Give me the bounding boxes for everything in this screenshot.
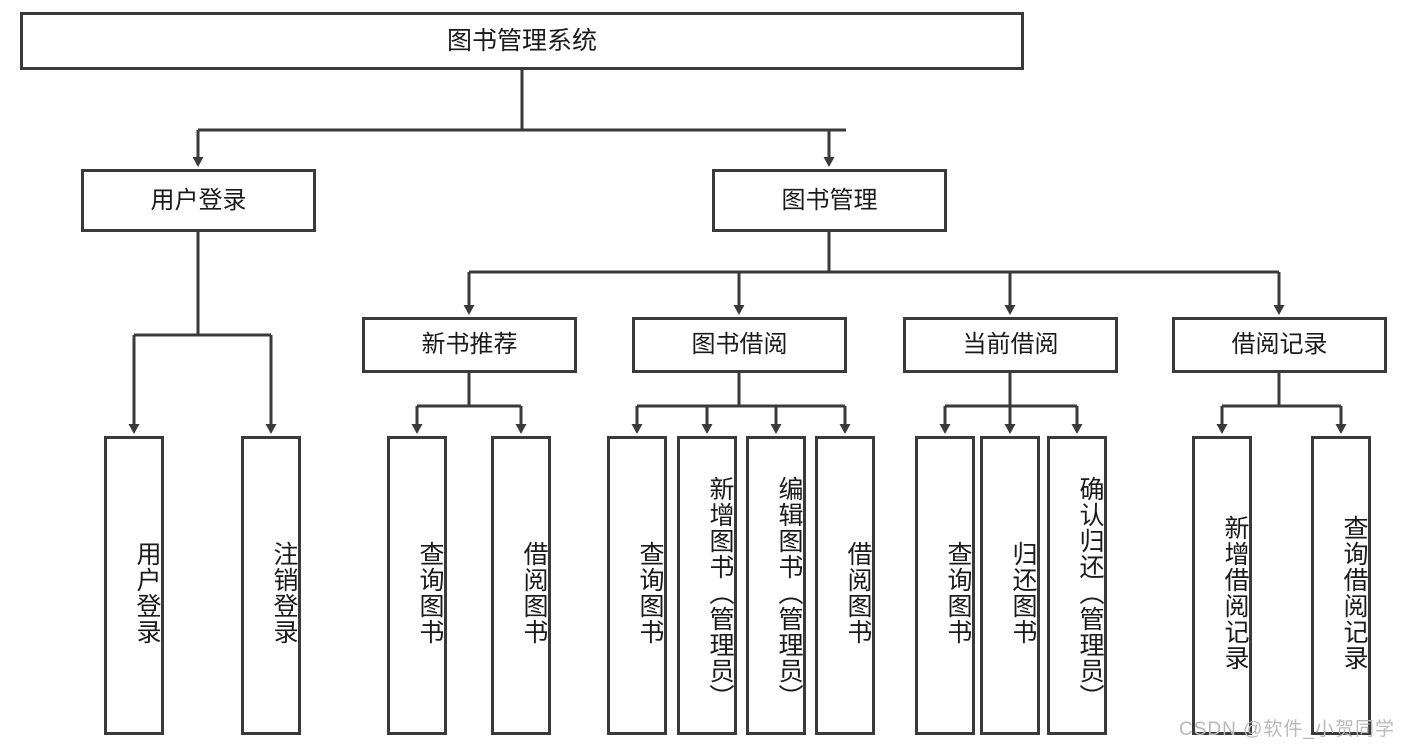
leaf-query-borrow-record[interactable]: 查询借阅记录 <box>1311 436 1371 735</box>
node-label: 图书借阅 <box>691 331 788 359</box>
leaf-edit-book-admin[interactable]: 编辑图书（管理员） <box>746 436 806 735</box>
node-label: 查询借阅记录 <box>1340 514 1368 671</box>
node-label: 借阅记录 <box>1231 331 1328 359</box>
leaf-return-book[interactable]: 归还图书 <box>980 436 1040 735</box>
node-label: 查询图书 <box>944 540 972 645</box>
leaf-logout[interactable]: 注销登录 <box>241 436 301 735</box>
node-label: 用户登录 <box>133 540 161 645</box>
node-root-system[interactable]: 图书管理系统 <box>20 12 1024 70</box>
leaf-query-book-current[interactable]: 查询图书 <box>915 436 975 735</box>
node-label: 注销登录 <box>270 540 298 645</box>
leaf-query-book-recommend[interactable]: 查询图书 <box>387 436 447 735</box>
node-label: 新增借阅记录 <box>1221 514 1249 671</box>
node-label: 编辑图书（管理员） <box>775 475 803 710</box>
node-new-book-recommend[interactable]: 新书推荐 <box>362 317 577 373</box>
node-label: 确认归还（管理员） <box>1076 475 1104 710</box>
leaf-user-login[interactable]: 用户登录 <box>104 436 164 735</box>
node-label: 图书管理 <box>781 186 878 214</box>
leaf-borrow-book-recommend[interactable]: 借阅图书 <box>491 436 551 735</box>
node-label: 当前借阅 <box>962 331 1059 359</box>
node-label: 用户登录 <box>150 186 247 214</box>
node-label: 借阅图书 <box>520 540 548 645</box>
csdn-watermark: CSDN @软件_小贺同学 <box>1179 719 1395 740</box>
node-borrow-records[interactable]: 借阅记录 <box>1172 317 1387 373</box>
node-label: 查询图书 <box>636 540 664 645</box>
leaf-borrow-book[interactable]: 借阅图书 <box>815 436 875 735</box>
node-current-borrow[interactable]: 当前借阅 <box>903 317 1118 373</box>
leaf-confirm-return-admin[interactable]: 确认归还（管理员） <box>1047 436 1107 735</box>
leaf-query-book-borrow[interactable]: 查询图书 <box>607 436 667 735</box>
node-label: 借阅图书 <box>844 540 872 645</box>
leaf-add-book-admin[interactable]: 新增图书（管理员） <box>677 436 737 735</box>
node-book-management[interactable]: 图书管理 <box>712 169 947 232</box>
node-user-login[interactable]: 用户登录 <box>81 169 316 232</box>
node-label: 新增图书（管理员） <box>706 475 734 710</box>
node-label: 新书推荐 <box>421 331 518 359</box>
leaf-add-borrow-record[interactable]: 新增借阅记录 <box>1192 436 1252 735</box>
node-label: 归还图书 <box>1009 540 1037 645</box>
node-label: 查询图书 <box>416 540 444 645</box>
node-book-borrow[interactable]: 图书借阅 <box>632 317 847 373</box>
node-label: 图书管理系统 <box>446 26 597 55</box>
